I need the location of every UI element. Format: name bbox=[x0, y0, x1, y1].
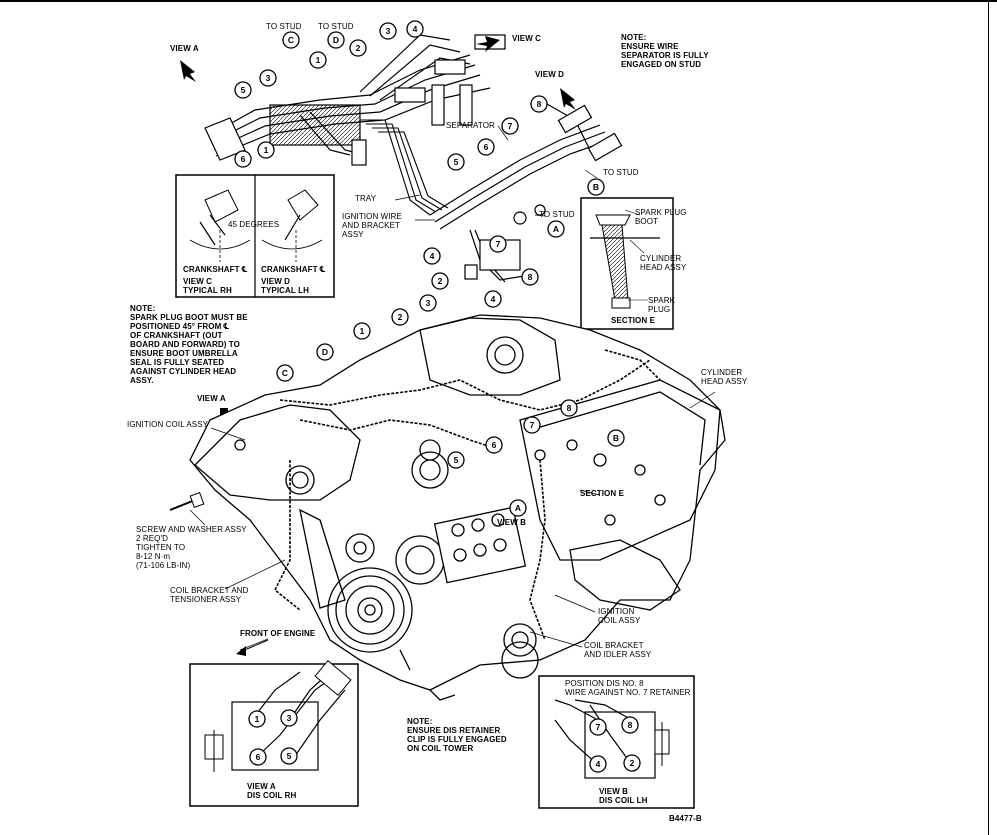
right-border bbox=[988, 0, 989, 835]
callout-4: 4 bbox=[430, 251, 435, 261]
label-position-dis: POSITION DIS NO. 8 WIRE AGAINST NO. 7 RE… bbox=[565, 679, 691, 697]
view-c-arrow bbox=[476, 36, 500, 52]
callout-numbers: C D 3 4 2 1 3 5 6 1 7 8 6 5 B A 7 8 4 2 … bbox=[241, 24, 635, 769]
label-ignition-coil-assy-right: IGNITION COIL ASSY bbox=[598, 607, 641, 625]
label-screw-washer: SCREW AND WASHER ASSY 2 REQ'D TIGHTEN TO… bbox=[136, 525, 247, 570]
label-view-c: VIEW C bbox=[512, 34, 542, 43]
callout-4: 4 bbox=[413, 24, 418, 34]
dis-coil-rh-inset bbox=[189, 659, 359, 807]
label-to-stud-c: TO STUD bbox=[266, 22, 302, 31]
callout-3: 3 bbox=[426, 298, 431, 308]
dis-lh-7: 7 bbox=[596, 722, 601, 732]
callout-4: 4 bbox=[491, 294, 496, 304]
dis-rh-1: 1 bbox=[255, 714, 260, 724]
callout-5: 5 bbox=[241, 85, 246, 95]
callout-1: 1 bbox=[264, 145, 269, 155]
callout-d: D bbox=[322, 347, 328, 357]
label-section-e-box: SECTION E bbox=[611, 316, 656, 325]
dis-coil-lh-inset bbox=[538, 675, 695, 809]
callout-2: 2 bbox=[398, 312, 403, 322]
callout-8: 8 bbox=[537, 99, 542, 109]
callout-b-top: B bbox=[593, 182, 599, 192]
callout-2: 2 bbox=[356, 43, 361, 53]
section-e-inset bbox=[580, 197, 674, 330]
label-ignition-wire-bracket: IGNITION WIRE AND BRACKET ASSY bbox=[342, 212, 402, 239]
callout-a: A bbox=[515, 503, 521, 513]
callout-5: 5 bbox=[454, 157, 459, 167]
callout-circles bbox=[234, 20, 641, 773]
callout-2: 2 bbox=[438, 276, 443, 286]
label-crankshaft-lh: CRANKSHAFT ℄ bbox=[261, 265, 326, 274]
label-view-c-rh: VIEW C TYPICAL RH bbox=[183, 277, 232, 295]
callout-5: 5 bbox=[454, 455, 459, 465]
label-front-of-engine: FRONT OF ENGINE bbox=[240, 629, 316, 638]
engine-block bbox=[189, 314, 726, 701]
label-crankshaft-rh: CRANKSHAFT ℄ bbox=[183, 265, 248, 274]
callout-8: 8 bbox=[567, 403, 572, 413]
label-section-e-engine: SECTION E bbox=[580, 489, 625, 498]
callout-8: 8 bbox=[528, 272, 533, 282]
label-to-stud-a: TO STUD bbox=[539, 210, 575, 219]
callout-6: 6 bbox=[484, 142, 489, 152]
label-spark-plug: SPARK PLUG bbox=[648, 296, 676, 314]
dis-lh-8: 8 bbox=[628, 720, 633, 730]
callout-6: 6 bbox=[492, 440, 497, 450]
callout-c: C bbox=[282, 368, 288, 378]
dis-lh-4: 4 bbox=[596, 759, 601, 769]
label-view-a-mid: VIEW A bbox=[197, 394, 226, 403]
callout-3: 3 bbox=[386, 26, 391, 36]
label-coil-bracket-idler: COIL BRACKET AND IDLER ASSY bbox=[584, 641, 652, 659]
wire-tray bbox=[360, 119, 449, 216]
label-cylinder-head-assy: CYLINDER HEAD ASSY bbox=[701, 368, 748, 386]
view-a-arrow-top bbox=[180, 60, 196, 82]
callout-d-top: D bbox=[333, 35, 339, 45]
label-coil-bracket-tensioner: COIL BRACKET AND TENSIONER ASSY bbox=[170, 586, 249, 604]
label-view-a-dis: VIEW A DIS COIL RH bbox=[247, 782, 297, 800]
top-border bbox=[0, 0, 997, 2]
label-ignition-coil-assy-left: IGNITION COIL ASSY bbox=[127, 420, 209, 429]
label-view-b-dis: VIEW B DIS COIL LH bbox=[599, 787, 648, 805]
label-figure-id: B4477-B bbox=[669, 814, 702, 823]
view-cd-inset bbox=[175, 174, 335, 298]
label-to-stud-b: TO STUD bbox=[603, 168, 639, 177]
label-45-degrees: 45 DEGREES bbox=[228, 220, 280, 229]
note-left: NOTE: SPARK PLUG BOOT MUST BE POSITIONED… bbox=[130, 304, 248, 385]
callout-a-top: A bbox=[553, 224, 559, 234]
label-separator: SEPARATOR bbox=[446, 121, 495, 130]
view-d-arrow bbox=[560, 88, 576, 110]
label-view-b: VIEW B bbox=[497, 518, 527, 527]
screw-washer-icon bbox=[169, 492, 205, 511]
callout-c-top: C bbox=[288, 35, 294, 45]
callout-3: 3 bbox=[266, 73, 271, 83]
callout-1: 1 bbox=[360, 326, 365, 336]
label-view-d: VIEW D bbox=[535, 70, 565, 79]
label-to-stud-d: TO STUD bbox=[318, 22, 354, 31]
dis-rh-5: 5 bbox=[287, 751, 292, 761]
dis-rh-6: 6 bbox=[256, 752, 261, 762]
callout-6: 6 bbox=[241, 154, 246, 164]
label-tray: TRAY bbox=[355, 194, 377, 203]
label-cylinder-head-assy-e: CYLINDER HEAD ASSY bbox=[640, 254, 687, 272]
callout-7: 7 bbox=[508, 121, 513, 131]
callout-7: 7 bbox=[530, 420, 535, 430]
dis-lh-2: 2 bbox=[630, 758, 635, 768]
dis-rh-3: 3 bbox=[287, 713, 292, 723]
engine-wiring bbox=[273, 349, 661, 641]
callout-b: B bbox=[613, 433, 619, 443]
wire-harness-lh bbox=[429, 99, 623, 283]
note-top-right: NOTE: ENSURE WIRE SEPARATOR IS FULLY ENG… bbox=[621, 33, 709, 69]
label-view-d-lh: VIEW D TYPICAL LH bbox=[261, 277, 309, 295]
leader-lines bbox=[189, 33, 716, 651]
label-view-a-top: VIEW A bbox=[170, 44, 199, 53]
note-bottom: NOTE: ENSURE DIS RETAINER CLIP IS FULLY … bbox=[407, 717, 507, 753]
callout-1: 1 bbox=[316, 55, 321, 65]
callout-7: 7 bbox=[496, 239, 501, 249]
front-of-engine-arrow bbox=[236, 639, 269, 656]
label-spark-plug-boot: SPARK PLUG BOOT bbox=[635, 208, 687, 226]
